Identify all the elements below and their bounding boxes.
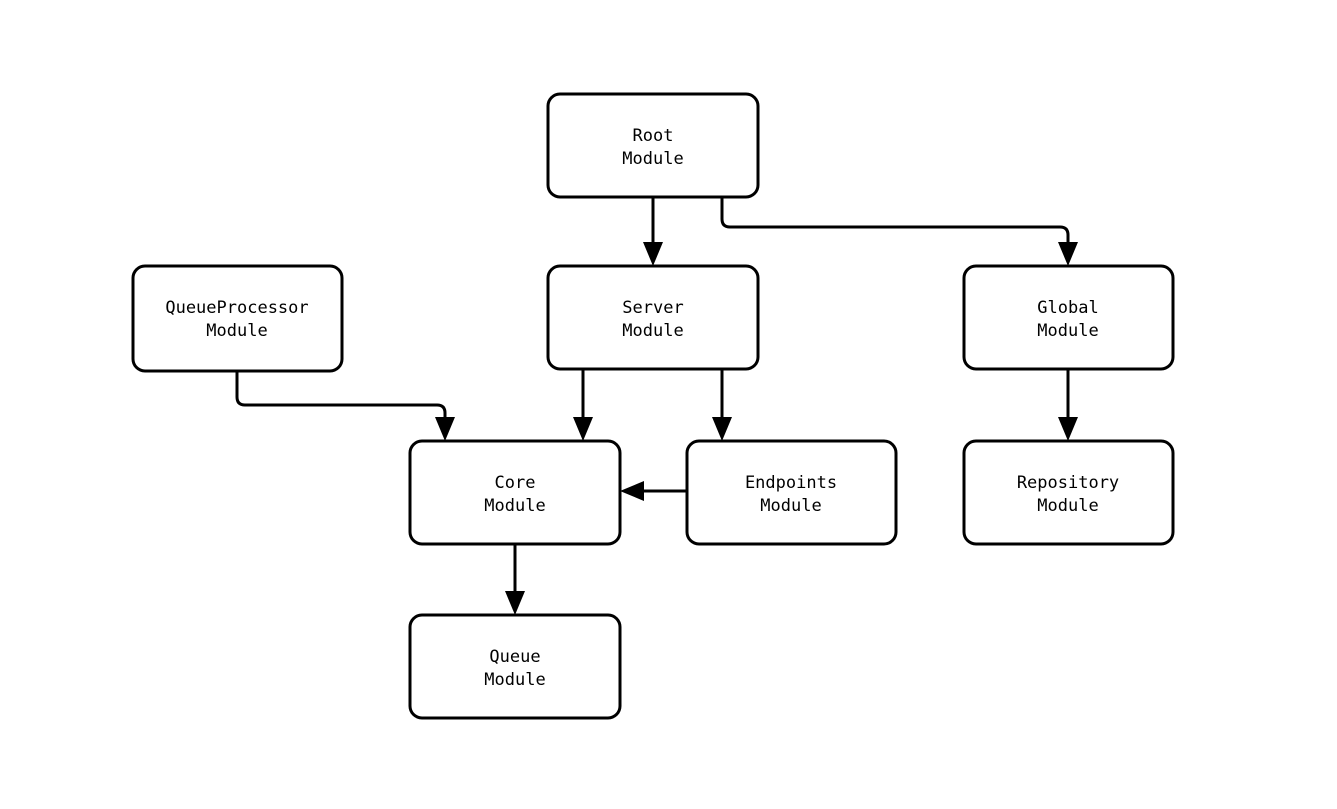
node-global-module-box[interactable] (962, 264, 1175, 371)
node-repository-module-label-line1: Repository (1017, 473, 1119, 493)
node-root-module-box[interactable] (546, 92, 760, 199)
edge-queueprocessor-to-core (235, 371, 455, 441)
node-core-module-label-line2: Module (484, 496, 545, 516)
node-endpoints-module-label-line2: Module (760, 496, 821, 516)
edge-server-to-core (573, 369, 593, 441)
node-repository-module-box[interactable] (962, 439, 1175, 546)
node-core-module-box[interactable] (408, 439, 622, 546)
edge-root-to-global (720, 197, 1078, 266)
node-global-module-label-line2: Module (1037, 321, 1098, 341)
nodes-layer: Root Module QueueProcessor Module Server… (131, 92, 1175, 720)
node-global-module[interactable]: Global Module (962, 264, 1175, 371)
node-server-module-label-line1: Server (622, 298, 683, 318)
node-queueprocessor-module-box[interactable] (131, 264, 344, 373)
node-server-module-label-line2: Module (622, 321, 683, 341)
node-endpoints-module-box[interactable] (685, 439, 898, 546)
node-endpoints-module[interactable]: Endpoints Module (685, 439, 898, 546)
node-queue-module-box[interactable] (408, 613, 622, 720)
edge-root-to-server (643, 197, 663, 266)
node-core-module[interactable]: Core Module (408, 439, 622, 546)
node-queueprocessor-module-label-line1: QueueProcessor (165, 298, 308, 318)
node-queueprocessor-module-label-line2: Module (206, 321, 267, 341)
edge-core-to-queue (505, 544, 525, 615)
node-global-module-label-line1: Global (1037, 298, 1098, 318)
node-root-module[interactable]: Root Module (546, 92, 760, 199)
node-server-module-box[interactable] (546, 264, 760, 371)
node-server-module[interactable]: Server Module (546, 264, 760, 371)
node-root-module-label-line1: Root (633, 126, 674, 146)
node-root-module-label-line2: Module (622, 149, 683, 169)
node-queue-module-label-line2: Module (484, 670, 545, 690)
edges-layer (235, 197, 1078, 615)
node-core-module-label-line1: Core (495, 473, 536, 493)
edge-server-to-endpoints (712, 369, 732, 441)
node-repository-module[interactable]: Repository Module (962, 439, 1175, 546)
node-repository-module-label-line2: Module (1037, 496, 1098, 516)
edge-endpoints-to-core (620, 481, 687, 501)
node-queue-module-label-line1: Queue (489, 647, 540, 667)
node-queue-module[interactable]: Queue Module (408, 613, 622, 720)
node-queueprocessor-module[interactable]: QueueProcessor Module (131, 264, 344, 373)
edge-global-to-repository (1058, 369, 1078, 441)
node-endpoints-module-label-line1: Endpoints (745, 473, 837, 493)
